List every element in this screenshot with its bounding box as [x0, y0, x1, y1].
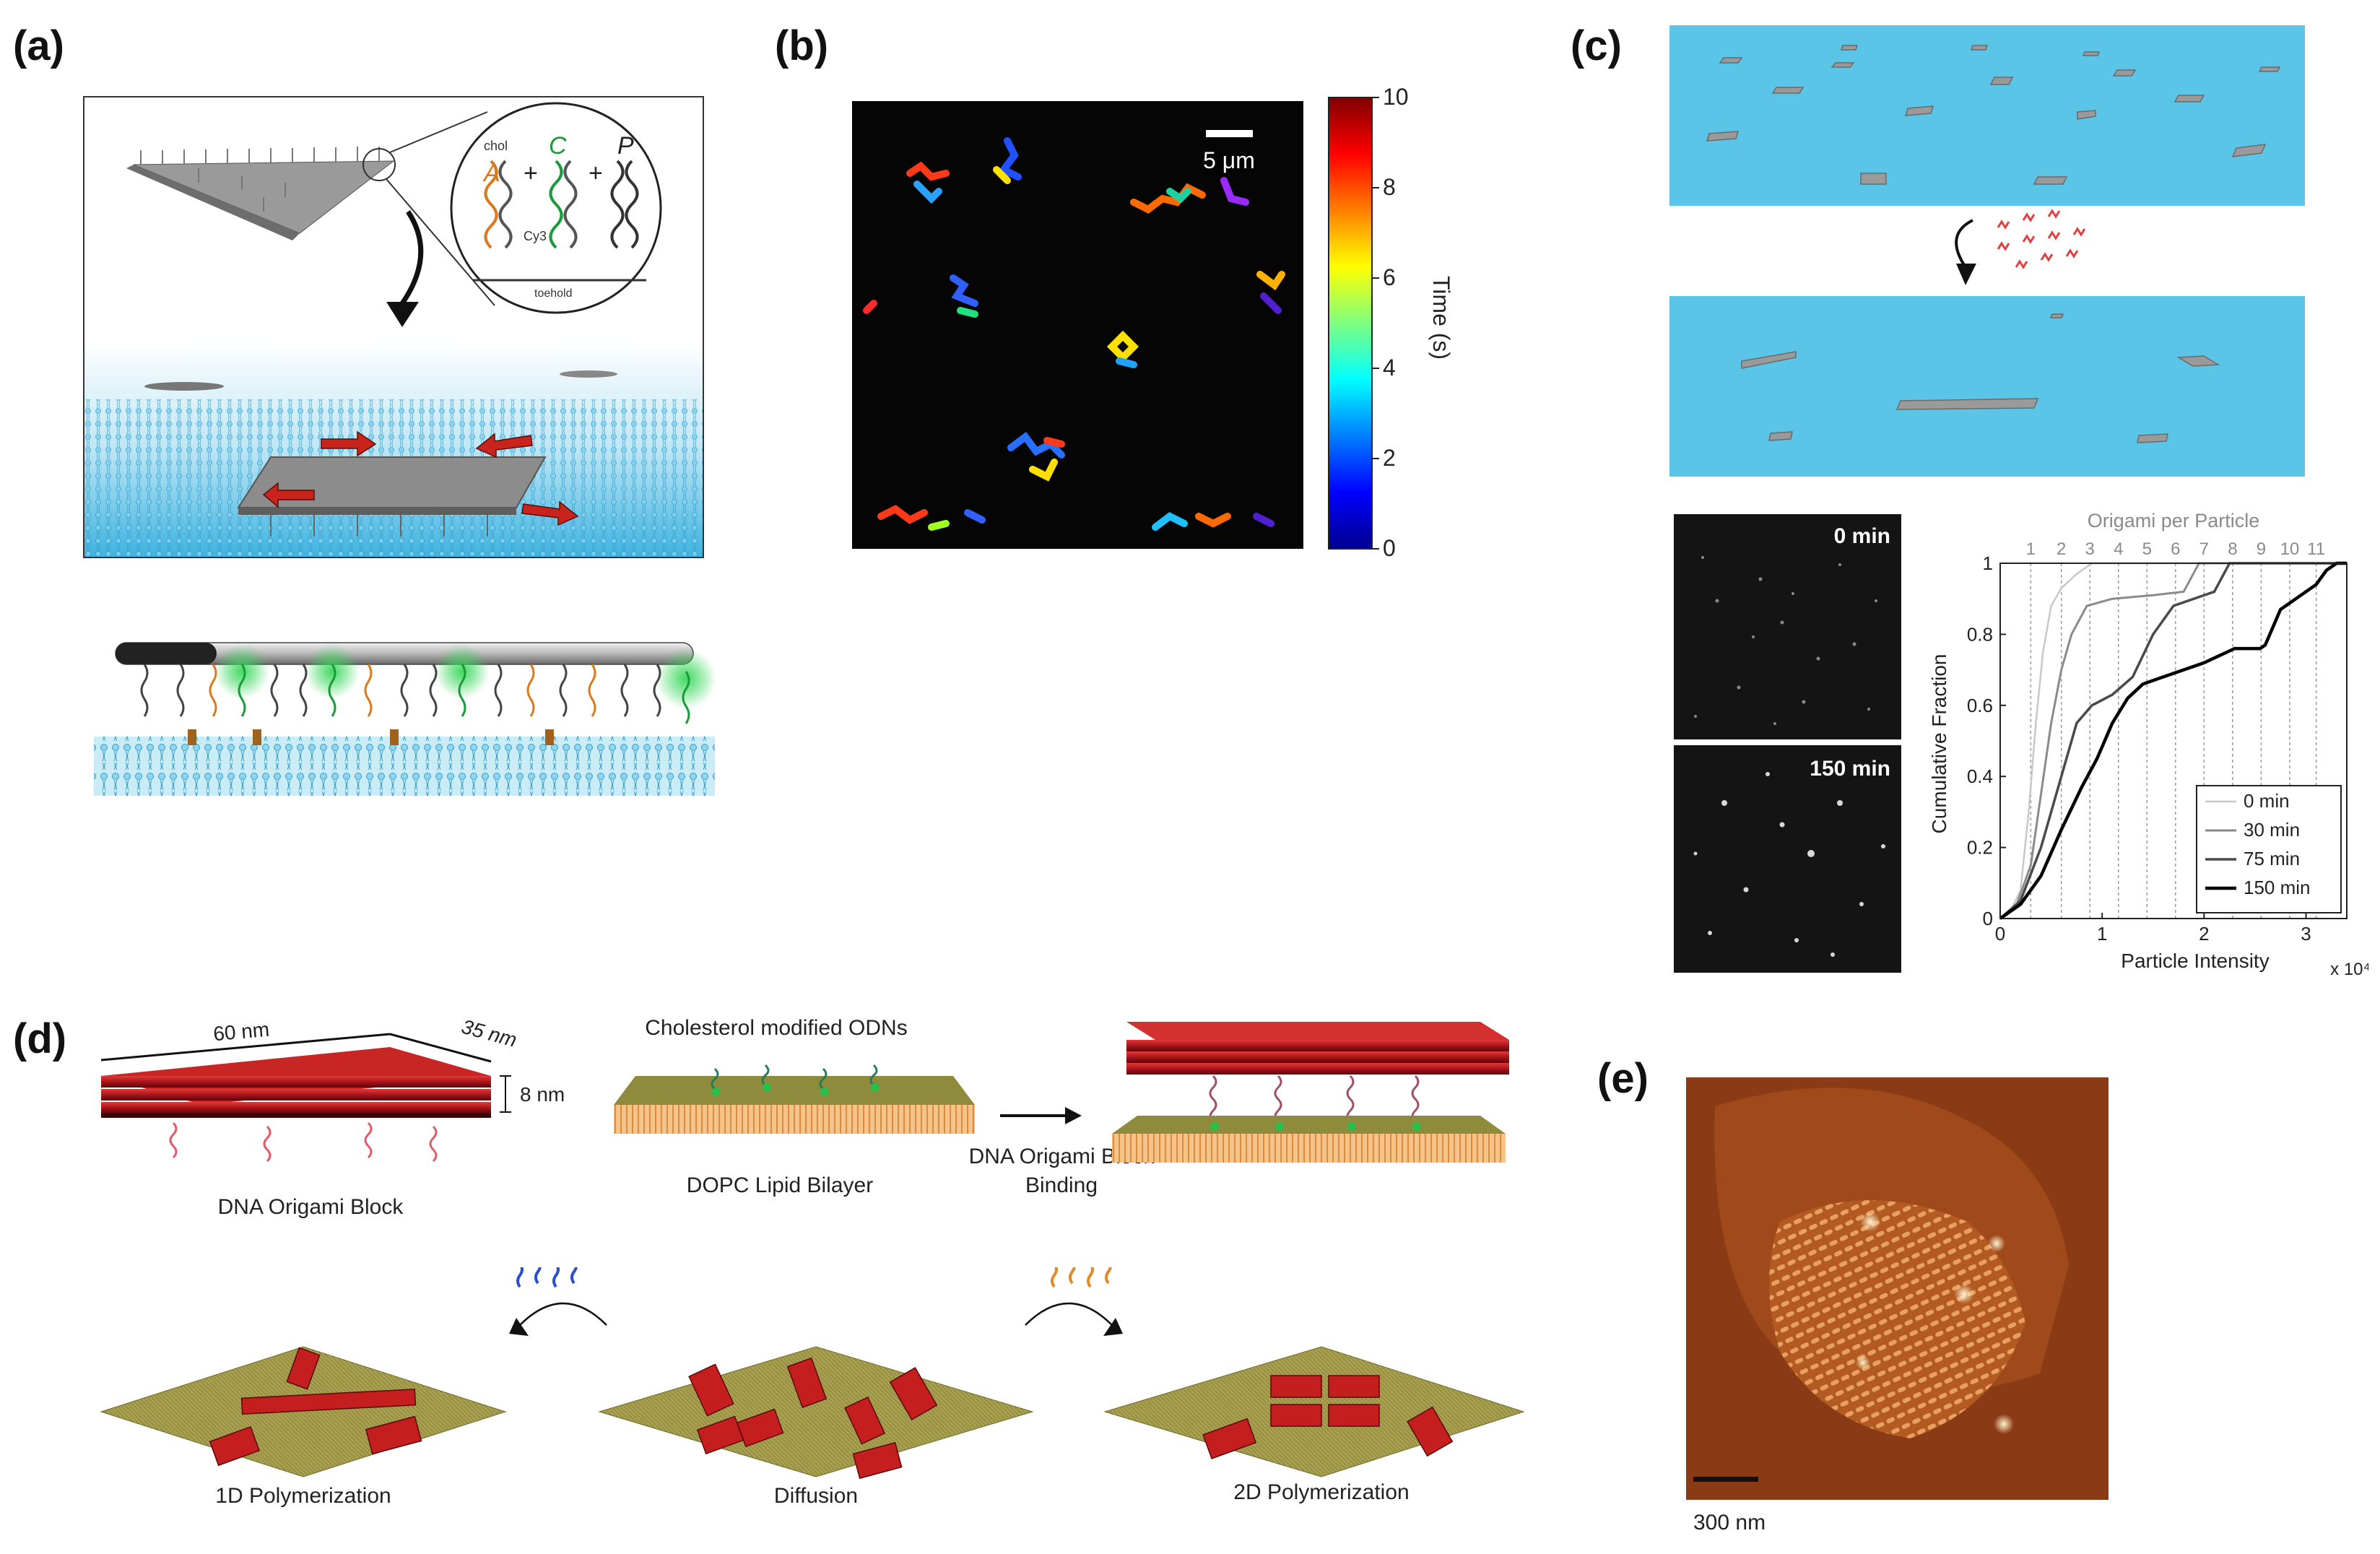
chart-y-tick-label: 0.8 [1967, 623, 1993, 645]
chart-y-tick-label: 0 [1983, 908, 1993, 929]
caption-bilayer: DOPC Lipid Bilayer [686, 1173, 874, 1197]
movement-arrow-icon [475, 433, 533, 459]
chart-top-axis-label: Origami per Particle [2088, 510, 2260, 531]
chart-top-tick-label: 5 [2142, 539, 2152, 559]
chart-top-tick-label: 6 [2171, 539, 2180, 559]
dim-height-label: 8 nm [520, 1083, 565, 1106]
inset-toehold-label: toehold [534, 287, 573, 300]
chart-x-exponent: x 10⁴ [2330, 960, 2368, 979]
chart-series-line [1999, 562, 2347, 920]
caption-1d-polymerization: 1D Polymerization [215, 1484, 391, 1508]
colorbar-tick-label: 0 [1383, 535, 1396, 561]
binding-arrow [1000, 1107, 1082, 1124]
colorbar-tick-label: 2 [1383, 445, 1396, 471]
panel-e-afm-image [1686, 1077, 2108, 1500]
inset-p-label: P [617, 132, 634, 160]
panel-c-label: (c) [1571, 22, 1622, 69]
chart-legend-label: 0 min [2244, 790, 2290, 812]
micrograph-label-0min: 0 min [1834, 524, 1890, 548]
arrow-right-icon [1103, 1318, 1123, 1336]
panel-a-schematic: chol A + C + P Cy3 toehold [83, 96, 704, 558]
chart-legend-label: 30 min [2244, 819, 2300, 841]
chart-xlabel: Particle Intensity [2121, 950, 2269, 972]
arrow-down-icon [386, 302, 419, 327]
inset-plus-2: + [589, 160, 603, 187]
dim-length-label: 60 nm [212, 1018, 270, 1046]
movement-arrow-icon [262, 482, 315, 508]
panel-b-label: (b) [775, 22, 829, 69]
panel-d-polymerization-row [100, 1267, 1525, 1480]
chart-legend-label: 75 min [2244, 848, 2300, 869]
chart-series-line [1999, 561, 2347, 920]
arrow-right-icon [1065, 1107, 1082, 1124]
chart-legend-box [2196, 785, 2342, 913]
chart-legend: 0 min 30 min 75 min 150 min [2196, 785, 2342, 913]
caption-origami-block: DNA Origami Block [217, 1195, 404, 1219]
chart-top-tick-label: 3 [2085, 539, 2095, 559]
chart-top-tick-label: 9 [2257, 539, 2266, 559]
caption-diffusion: Diffusion [773, 1484, 859, 1508]
colorbar-tick-label: 8 [1383, 174, 1396, 200]
panel-b-colorbar: 10 8 6 4 2 0 Time (s) [1328, 87, 1454, 561]
chart-y-tick-label: 0.6 [1967, 695, 1993, 716]
colorbar-tick-label: 6 [1383, 264, 1396, 290]
chart-x-tick-label: 3 [2301, 923, 2311, 945]
chart-y-tick-label: 0.4 [1967, 765, 1993, 787]
inset-chol-label: chol [484, 139, 508, 153]
chart-top-tick-label: 8 [2228, 539, 2237, 559]
panel-b-trajectory-image: 5 μm [852, 101, 1303, 549]
colorbar-tick-label: 4 [1383, 355, 1396, 381]
chart-x-tick-label: 0 [1995, 923, 2005, 945]
chart-top-tick-label: 2 [2057, 539, 2066, 559]
inset-c-label: C [549, 132, 567, 160]
chart-top-tick-label: 4 [2114, 539, 2123, 559]
inset-cy3-label: Cy3 [524, 229, 547, 243]
micrograph-label-150min: 150 min [1810, 757, 1890, 781]
chart-ylabel: Cumulative Fraction [1928, 654, 1950, 834]
chart-series-line [1999, 562, 2347, 920]
panel-a-label: (a) [13, 22, 64, 69]
panel-e-scalebar-label: 300 nm [1693, 1511, 1766, 1535]
inset-plus-1: + [524, 160, 538, 187]
panel-c-schematic [1669, 25, 2305, 477]
caption-odn: Cholesterol modified ODNs [645, 1016, 908, 1040]
chart-x-tick-label: 1 [2097, 923, 2107, 945]
colorbar-tick-label: 10 [1383, 87, 1409, 110]
chart-series-line [1999, 562, 2347, 920]
panel-d-bound-origami [1112, 1022, 1509, 1163]
chart-y-tick-label: 0.2 [1967, 837, 1993, 859]
panel-e-label: (e) [1597, 1055, 1649, 1102]
panel-b-scalebar-label: 5 μm [1203, 147, 1255, 173]
panel-d-origami-block: 60 nm 35 nm 8 nm [100, 1015, 565, 1163]
colorbar-label: Time (s) [1428, 276, 1454, 360]
chart-top-tick-label: 7 [2199, 539, 2209, 559]
panel-c-micrographs: 0 min 150 min [1674, 514, 1901, 973]
caption-binding-line2: Binding [1025, 1173, 1098, 1197]
movement-arrow-icon [321, 430, 377, 457]
chart-top-tick-label: 11 [2307, 539, 2325, 559]
chart-y-tick-label: 1 [1983, 552, 1993, 574]
chart-x-tick-label: 2 [2199, 923, 2209, 945]
arrow-down-icon [1956, 264, 1976, 285]
chart-legend-label: 150 min [2244, 877, 2311, 898]
panel-d-bilayer-odn [614, 1064, 975, 1134]
movement-arrow-icon [521, 500, 579, 526]
caption-2d-polymerization: 2D Polymerization [1233, 1480, 1410, 1504]
chart-top-tick-label: 10 [2280, 539, 2300, 559]
arrow-left-icon [509, 1318, 529, 1336]
panel-d-label: (d) [13, 1015, 67, 1062]
chart-top-tick-label: 1 [2026, 539, 2036, 559]
panel-a-rod-bilayer [94, 642, 716, 796]
inset-a-label: A [482, 160, 500, 187]
dim-width-label: 35 nm [459, 1015, 519, 1051]
